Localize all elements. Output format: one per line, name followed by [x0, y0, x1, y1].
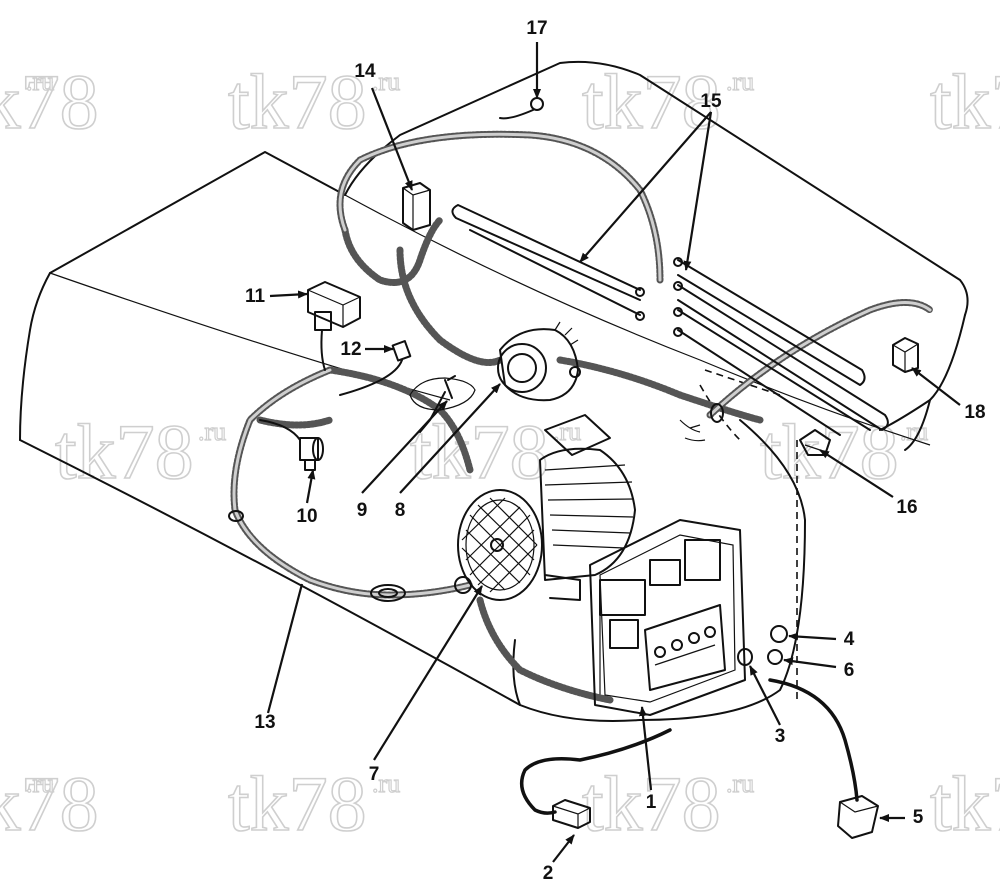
callout-12: 12	[340, 339, 361, 360]
connector	[339, 340, 412, 396]
harness-terminals	[679, 419, 706, 442]
cable-connector	[519, 728, 672, 829]
main-motor	[457, 414, 636, 601]
watermark: tk78 .ru	[759, 407, 929, 496]
callout-labels: 1 2 3 4 5 6 7 8 9 10 11 12 13 14 15 16 1…	[245, 18, 986, 884]
svg-text:tk78: tk78	[760, 408, 899, 495]
watermark: tk78	[929, 57, 1000, 146]
watermark: tk78 .ru	[0, 759, 99, 848]
callout-8: 8	[395, 500, 406, 521]
fan-motor	[497, 321, 581, 402]
electrical-panel	[589, 519, 746, 716]
temperature-sensor	[499, 97, 544, 120]
watermark: tk78	[929, 759, 1000, 848]
drain-clip	[799, 429, 831, 456]
svg-text:.ru: .ru	[372, 67, 400, 96]
callout-1: 1	[646, 792, 657, 813]
svg-text:.ru: .ru	[26, 769, 54, 798]
power-plug	[768, 678, 879, 839]
callout-4: 4	[844, 629, 855, 650]
relay-box	[402, 182, 431, 231]
watermark: tk78 .ru	[581, 759, 755, 848]
svg-text:tk78: tk78	[582, 760, 721, 847]
svg-text:tk78: tk78	[228, 760, 367, 847]
callout-5: 5	[913, 807, 924, 828]
svg-text:.ru: .ru	[726, 769, 754, 798]
watermark: tk78 .ru	[409, 407, 582, 496]
watermark: tk78 .ru	[227, 57, 401, 146]
watermark: tk78 .ru	[581, 57, 755, 146]
callout-9: 9	[357, 500, 368, 521]
callout-13: 13	[254, 712, 275, 733]
callout-6: 6	[844, 660, 855, 681]
svg-text:tk78: tk78	[930, 58, 1000, 145]
svg-text:tk78: tk78	[0, 58, 99, 145]
svg-text:tk78: tk78	[930, 760, 1000, 847]
svg-text:.ru: .ru	[726, 67, 754, 96]
svg-text:tk78: tk78	[228, 58, 367, 145]
callout-17: 17	[526, 18, 547, 39]
svg-text:.ru: .ru	[372, 769, 400, 798]
svg-text:.ru: .ru	[26, 67, 54, 96]
svg-text:tk78: tk78	[55, 408, 194, 495]
callout-10: 10	[296, 506, 317, 527]
control-module	[307, 281, 361, 371]
watermark: tk78 .ru	[0, 57, 99, 146]
watermark-group: tk78 .ru tk78 .ru tk78 .ru tk78 tk78 .ru…	[0, 57, 1000, 848]
leader-lines	[266, 42, 961, 863]
svg-text:tk78: tk78	[0, 760, 99, 847]
callout-2: 2	[543, 863, 554, 884]
callout-7: 7	[369, 764, 380, 785]
svg-text:tk78: tk78	[582, 58, 721, 145]
mounting-bracket	[892, 337, 919, 373]
wiring-harness	[228, 130, 934, 704]
callout-11: 11	[245, 286, 266, 307]
watermark: tk78 .ru	[54, 407, 227, 496]
svg-text:.ru: .ru	[198, 417, 226, 446]
svg-text:tk78: tk78	[410, 408, 549, 495]
watermark: tk78 .ru	[227, 759, 401, 848]
callout-3: 3	[775, 726, 786, 747]
mounting-holes	[737, 625, 788, 666]
callout-14: 14	[354, 61, 376, 82]
callout-16: 16	[896, 497, 917, 518]
heater-elements	[451, 204, 889, 436]
callout-15: 15	[700, 91, 722, 112]
callout-18: 18	[964, 402, 985, 423]
